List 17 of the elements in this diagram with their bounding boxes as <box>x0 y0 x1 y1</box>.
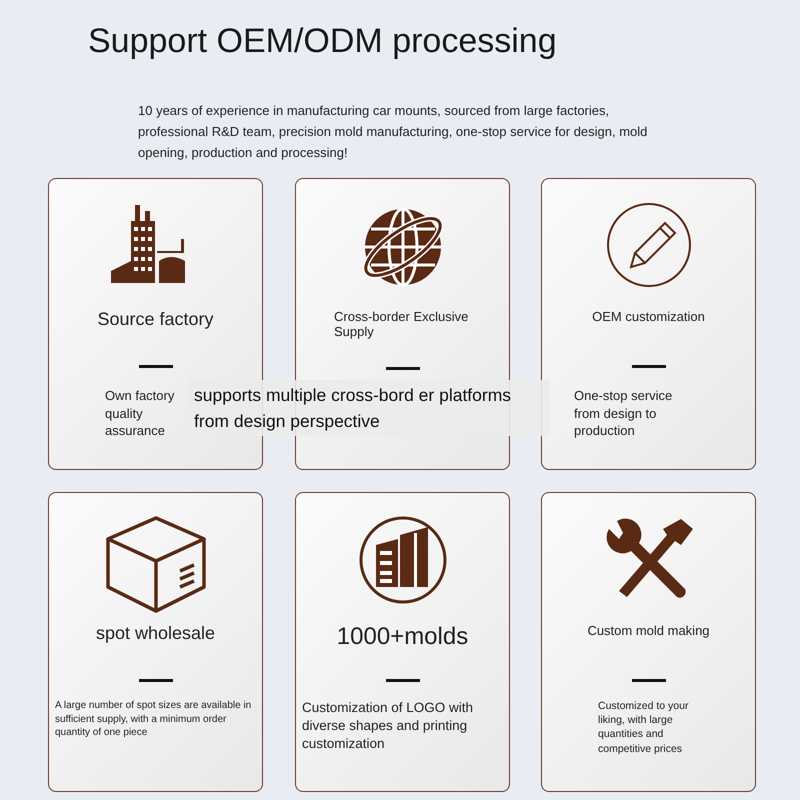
intro-paragraph: 10 years of experience in manufacturing car mounts, sourced from large factories, professional R&D team, precision mold manufacturing, one-stop service for design, mold opening, production and processing! <box>138 102 648 162</box>
card-description: Own factory quality assurance <box>105 387 176 440</box>
card-heading: Source factory <box>96 309 215 330</box>
card-description: Customization of LOGO with diverse shapes and printing customization <box>302 699 474 754</box>
card-heading: Custom mold making <box>586 623 711 638</box>
card-heading: 1000+molds <box>336 623 470 651</box>
card-description: One-stop service from design to production <box>574 387 674 440</box>
card-heading: spot wholesale <box>94 623 216 644</box>
feature-card <box>541 178 756 470</box>
card-heading: OEM customization <box>591 309 706 324</box>
card-heading: Cross-border Exclusive Supply <box>334 309 470 339</box>
page-title: Support OEM/ODM processing <box>88 22 557 61</box>
feature-card <box>541 492 756 792</box>
feature-card <box>295 492 510 792</box>
card-description: A large number of spot sizes are available in sufficient supply, with a minimum order quantity of one piece <box>55 699 252 740</box>
card-description: Customized to your liking, with large quantities and competitive prices <box>598 699 690 756</box>
feature-card <box>48 492 263 792</box>
